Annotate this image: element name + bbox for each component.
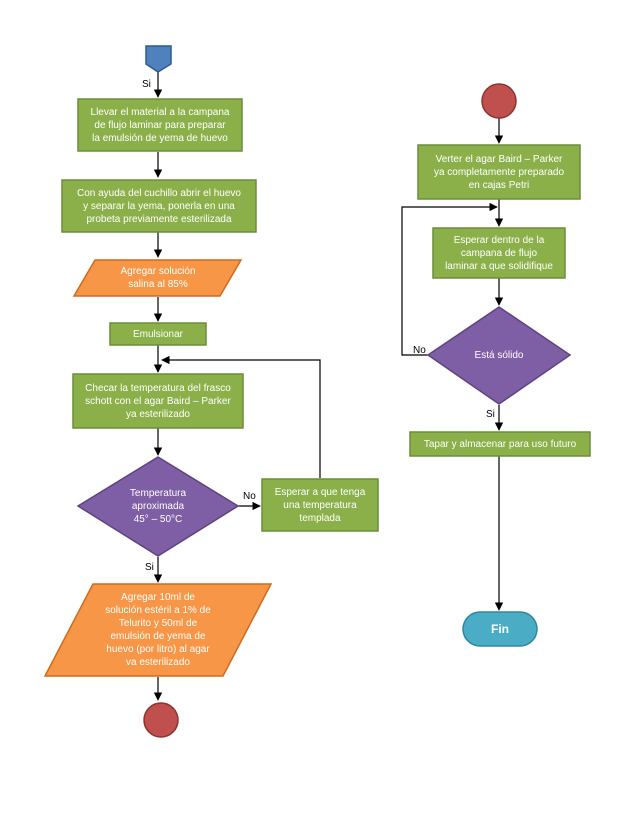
decision-d2-label: Está sólido: [474, 349, 524, 361]
edge-label-si-start: Si: [142, 79, 151, 90]
edge-label-si-d1: Si: [145, 562, 154, 573]
process-p2-shape: [61, 179, 257, 233]
process-p7-shape: [432, 227, 566, 279]
process-p4-shape: [72, 373, 244, 429]
process-p3-label: Emulsionar: [132, 328, 184, 340]
decision-d2-shape: [426, 306, 572, 405]
process-p6-shape: [417, 144, 581, 200]
edge-label-no-d2: No: [413, 345, 426, 356]
process-p1-label: Llevar el material a la campana de flujo…: [90, 106, 230, 144]
io-io1-label: Agregar solución salina al 85%: [120, 266, 196, 290]
process-p1-shape: [77, 98, 243, 152]
io-io2-shape: [43, 583, 273, 677]
process-p7-label: Esperar dentro de la campana de flujo la…: [445, 234, 553, 272]
start-marker: [145, 45, 172, 73]
edge-d2-no-loop: [401, 202, 498, 356]
edge-label-no-d1: No: [243, 491, 256, 502]
process-p8-shape: [409, 431, 591, 457]
edge-p5-loop-to-p4: [161, 355, 321, 478]
edge-label-si-d2: Si: [486, 409, 495, 420]
connector-top-right: [481, 83, 517, 119]
io-io1-shape: [72, 259, 243, 297]
process-p3-shape: [109, 322, 207, 346]
decision-d1-label: Temperatura aproximada 45° – 50°C: [129, 487, 187, 525]
process-p5-shape: [261, 478, 379, 532]
connector-bottom-left: [143, 702, 179, 738]
decision-d1-shape: [76, 456, 240, 557]
process-p5-label: Esperar a que tenga una temperatura temp…: [274, 486, 366, 524]
process-p6-label: Verter el agar Baird – Parker ya complet…: [433, 153, 565, 191]
io-io2-label: Agregar 10ml de solución estéril a 1% de…: [105, 592, 211, 668]
process-p2-label: Con ayuda del cuchillo abrir el huevo y …: [77, 187, 241, 225]
end-terminator-shape: [462, 611, 538, 647]
process-p8-label: Tapar y almacenar para uso futuro: [423, 438, 577, 450]
process-p4-label: Checar la temperatura del frasco schott …: [85, 382, 231, 420]
end-terminator-label: Fin: [491, 621, 509, 636]
